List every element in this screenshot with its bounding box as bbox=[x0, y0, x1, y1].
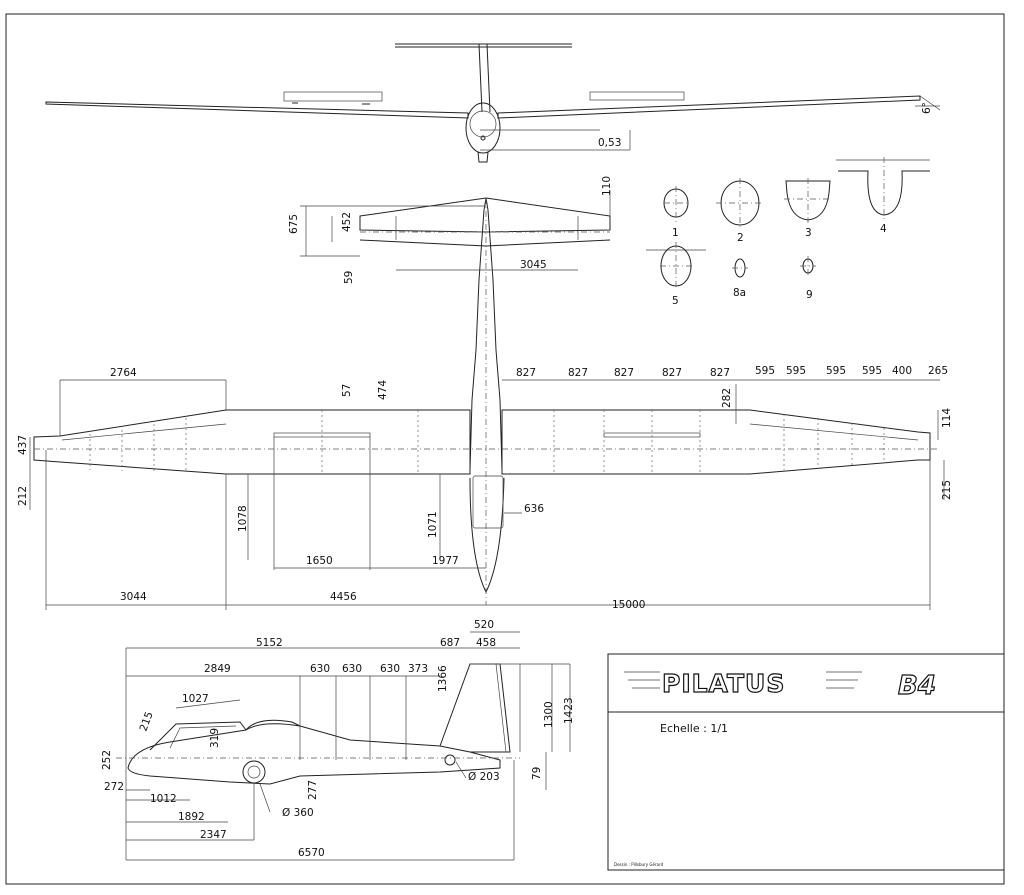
dim-spoiler-b: 1977 bbox=[432, 555, 459, 567]
dim-fin-top: 520 bbox=[474, 619, 494, 631]
dim-outer-span: 3044 bbox=[120, 591, 147, 603]
section-label: 4 bbox=[880, 223, 887, 235]
dim-right-tip-thickness: 215 bbox=[941, 480, 953, 500]
dim-canopy-length: 1027 bbox=[182, 693, 209, 705]
dim-nose-length: 272 bbox=[104, 781, 124, 793]
section-label: 9 bbox=[806, 289, 813, 301]
station: 595 bbox=[786, 365, 806, 377]
dim-tail-lower: 59 bbox=[343, 271, 355, 284]
dim-tail-half-span: 3045 bbox=[520, 259, 547, 271]
dim-root-offset: 1078 bbox=[237, 505, 249, 532]
dim-fuselage-width: 636 bbox=[524, 503, 544, 515]
dim-inner-span: 4456 bbox=[330, 591, 357, 603]
dim-outer-panel: 2764 bbox=[110, 367, 137, 379]
model-logo: B4 bbox=[898, 671, 936, 701]
dim-fin-chord-a: 687 bbox=[440, 637, 460, 649]
dim-left-tip-thickness: 212 bbox=[17, 486, 29, 506]
dim-tail-tip: 110 bbox=[601, 176, 613, 196]
dim-right-aileron: 282 bbox=[721, 388, 733, 408]
dim-spoiler-a: 1650 bbox=[306, 555, 333, 567]
dim-nose-wheel: 1012 bbox=[150, 793, 177, 805]
dim-fin-max: 1423 bbox=[563, 697, 575, 724]
side-view: 520 687 458 5152 2849 630 630 630 373 13… bbox=[101, 619, 575, 861]
section-label: 5 bbox=[672, 295, 679, 307]
dim-main-gear: 2347 bbox=[200, 829, 227, 841]
station: 827 bbox=[516, 367, 536, 379]
dim-right-tip-chord: 114 bbox=[941, 408, 953, 428]
dim-tail-chord: 675 bbox=[288, 214, 300, 234]
station: 827 bbox=[662, 367, 682, 379]
plan-view: 2764 57 474 827 827 827 827 827 595 595 … bbox=[17, 176, 953, 611]
station: 827 bbox=[614, 367, 634, 379]
dim-total-length: 6570 bbox=[298, 847, 325, 859]
title-block: PILATUS B4 Echelle : 1/1 Dessin : Pillsb… bbox=[607, 653, 1005, 871]
dim-nose-height: 252 bbox=[101, 750, 113, 770]
dim-main-wheel-dia: Ø 360 bbox=[282, 807, 314, 819]
section-label: 1 bbox=[672, 227, 679, 239]
dim-tail-skid: 79 bbox=[531, 767, 543, 780]
dim-total-span: 15000 bbox=[612, 599, 645, 611]
dim-spoiler-pos: 474 bbox=[377, 380, 389, 400]
dim-fin-chord-b: 458 bbox=[476, 637, 496, 649]
brand-logo: PILATUS bbox=[662, 669, 785, 698]
section-label: 2 bbox=[737, 232, 744, 244]
station: 595 bbox=[862, 365, 882, 377]
station: 630 bbox=[342, 663, 362, 675]
station: 827 bbox=[710, 367, 730, 379]
front-view: 6° 0,53 bbox=[45, 43, 941, 163]
dim-aileron-chord: 57 bbox=[341, 384, 353, 397]
dim-nose-to-station: 2849 bbox=[204, 663, 231, 675]
station: 400 bbox=[892, 365, 912, 377]
section-label: 3 bbox=[805, 227, 812, 239]
station: 630 bbox=[310, 663, 330, 675]
station: 630 bbox=[380, 663, 400, 675]
station: 373 bbox=[408, 663, 428, 675]
dim-wheel-pos: 1892 bbox=[178, 811, 205, 823]
scale-label: Echelle : 1/1 bbox=[660, 722, 728, 735]
dim-left-tip-chord: 437 bbox=[17, 435, 29, 455]
dim-nose-to-fin: 5152 bbox=[256, 637, 283, 649]
cross-sections: 1 2 3 4 5 8a 9 bbox=[646, 157, 930, 307]
page-frame bbox=[5, 13, 1005, 885]
dim-gear-height: 277 bbox=[307, 780, 319, 800]
svg-text:6°: 6° bbox=[921, 102, 933, 114]
dim-fin-height: 1366 bbox=[437, 665, 449, 692]
dim-canopy-height: 319 bbox=[209, 728, 221, 748]
author-note: Dessin : Pillsbury Gérard bbox=[614, 862, 664, 867]
station: 595 bbox=[755, 365, 775, 377]
section-label: 8a bbox=[733, 287, 746, 299]
station: 265 bbox=[928, 365, 948, 377]
dihedral-label: 0,53 bbox=[598, 137, 621, 149]
dim-canopy-angle: 215 bbox=[138, 710, 156, 733]
dim-fuselage-offset: 1071 bbox=[427, 511, 439, 538]
dim-tail-root: 452 bbox=[341, 212, 353, 232]
logo-stripes bbox=[624, 671, 862, 689]
dim-fin-total: 1300 bbox=[543, 701, 555, 728]
station: 595 bbox=[826, 365, 846, 377]
station: 827 bbox=[568, 367, 588, 379]
dim-tail-wheel-dia: Ø 203 bbox=[468, 771, 500, 783]
